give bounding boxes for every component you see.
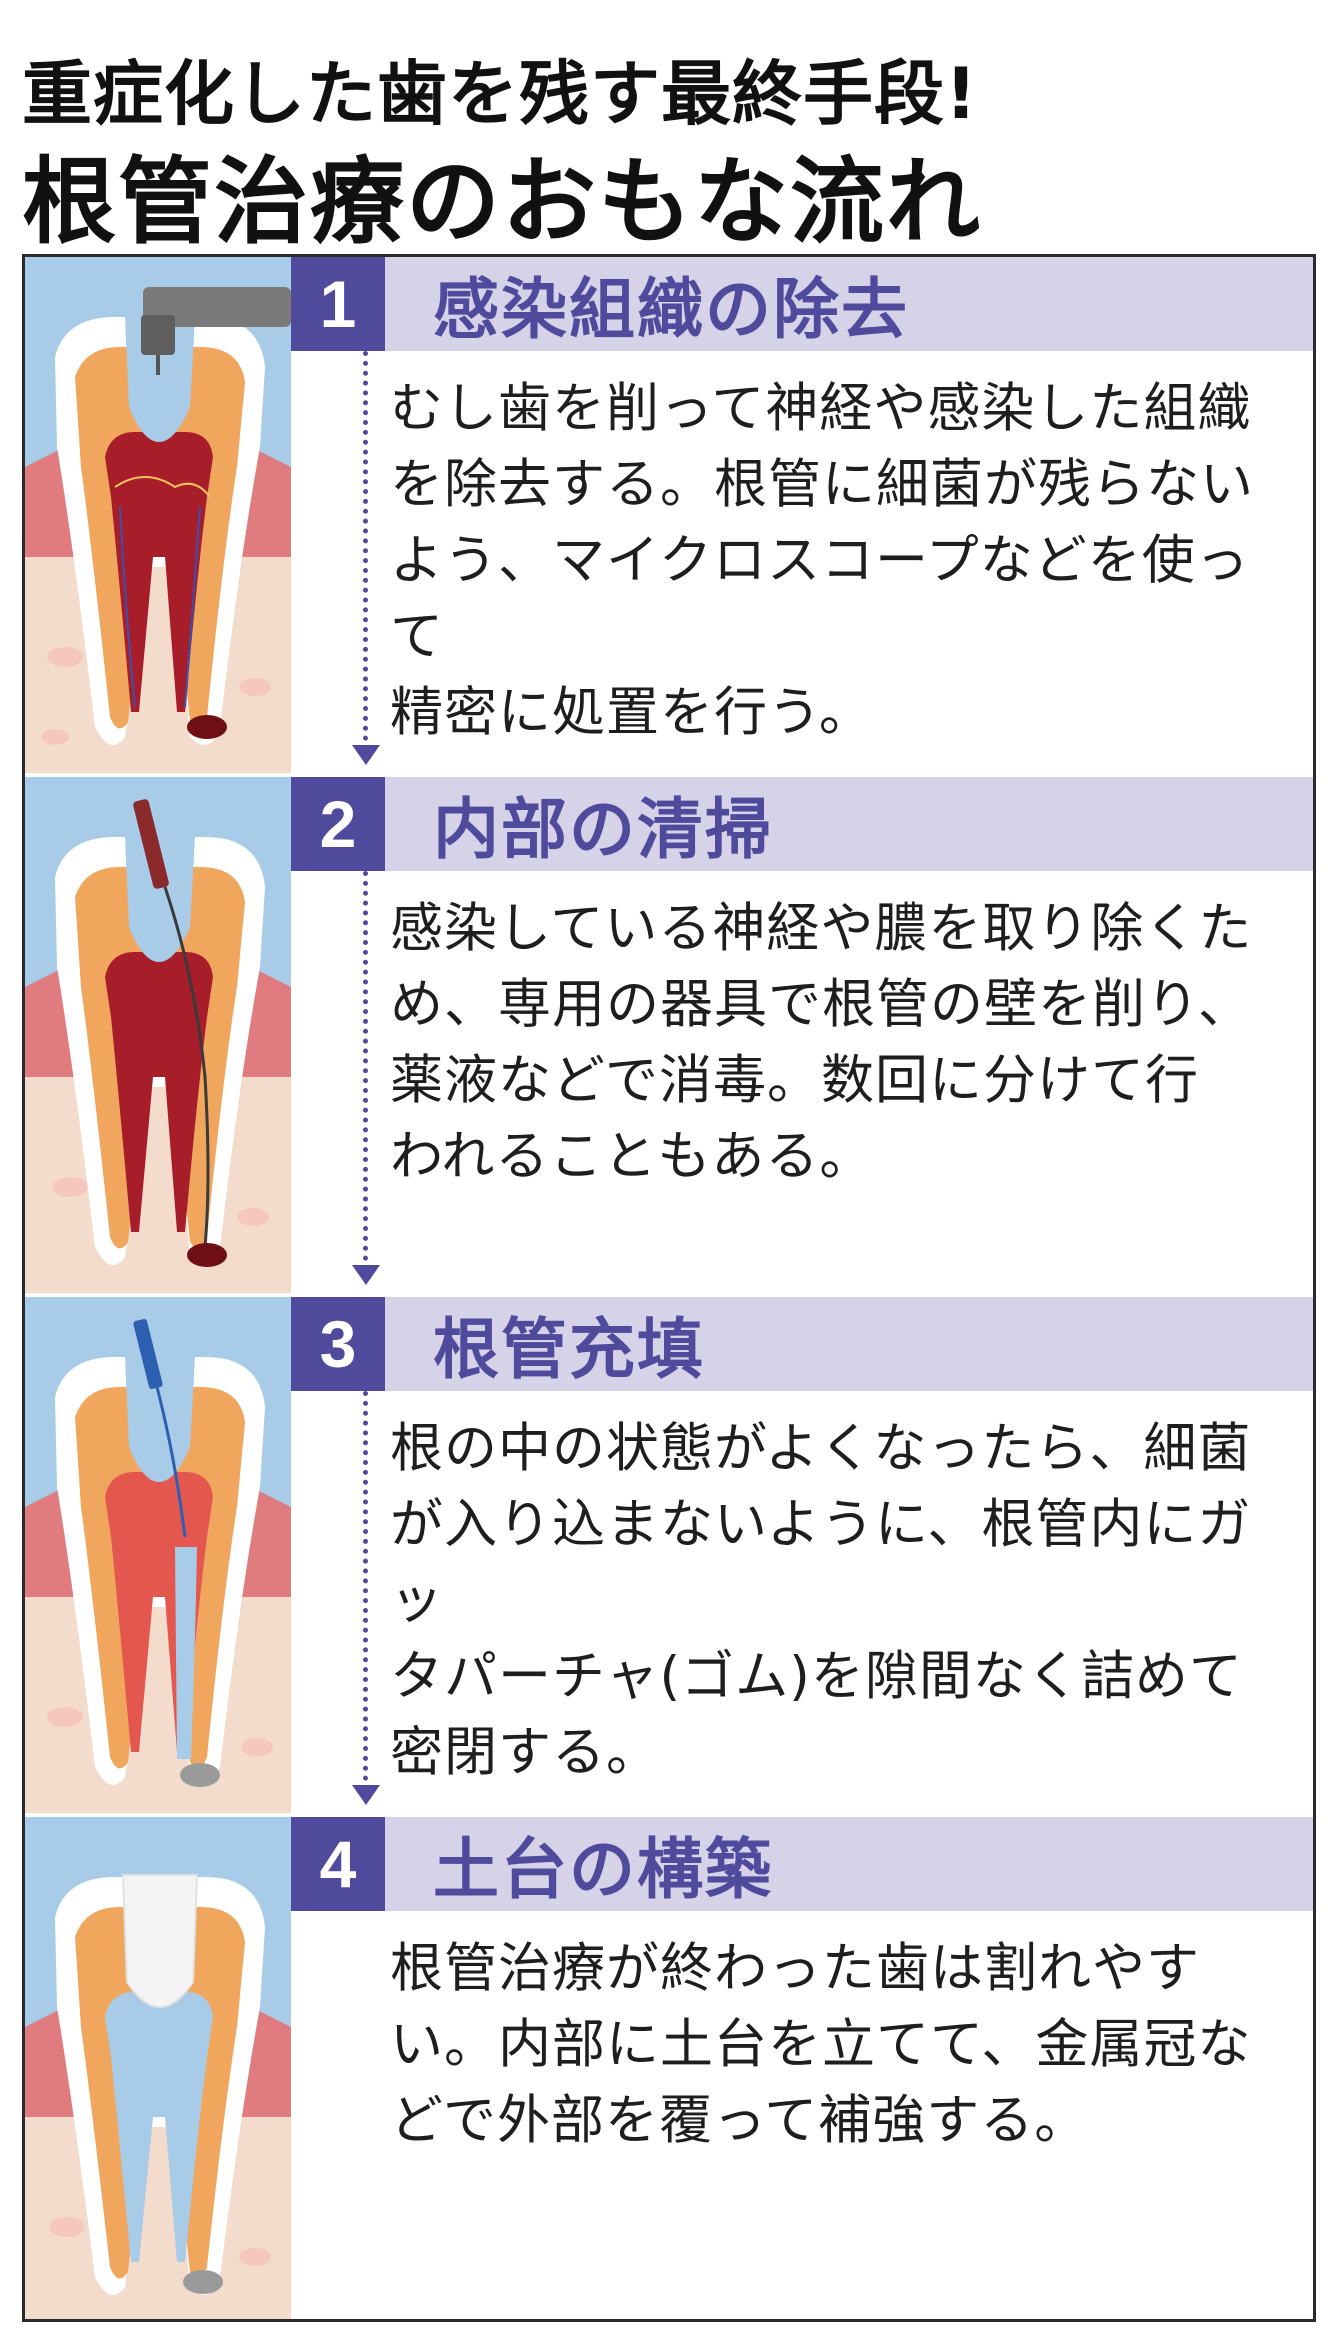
description-line: われることもある。: [390, 1126, 874, 1187]
step-description: 根管治療が終わった歯は割れやす い。内部に土台を立てて、金属冠な どで外部を覆っ…: [390, 1931, 1295, 2159]
diagram-frame: [22, 254, 1316, 2322]
step-number: 1: [291, 257, 385, 351]
description-line: どで外部を覆って補強する。: [390, 2090, 1089, 2151]
step-separator: [25, 1813, 1313, 1817]
step-heading-bar: 土台の構築: [385, 1817, 1313, 1911]
step-separator: [25, 1293, 1313, 1297]
flow-arrow-icon: [352, 1785, 380, 1805]
tooth-core-icon: [25, 1817, 291, 2319]
description-line: 根の中の状態がよくなったら、細菌: [390, 1418, 1252, 1479]
flow-connector: [363, 1391, 368, 1781]
flow-arrow-icon: [352, 1265, 380, 1285]
tooth-drill-icon: [25, 257, 291, 773]
description-line: が入り込まないように、根管内にガッ: [390, 1494, 1252, 1631]
step-2: 2 内部の清掃 感染している神経や膿を取り除くた め、専用の器具で根管の壁を削り…: [25, 777, 1313, 1293]
step-heading-bar: 内部の清掃: [385, 777, 1313, 871]
step-heading: 感染組織の除去: [433, 271, 909, 348]
step-heading: 土台の構築: [433, 1831, 773, 1908]
flow-connector: [363, 351, 368, 741]
tooth-file-icon: [25, 777, 291, 1293]
description-line: 感染している神経や膿を取り除くた: [390, 898, 1253, 959]
description-line: 薬液などで消毒。数回に分けて行: [390, 1050, 1199, 1111]
step-heading: 根管充填: [433, 1311, 705, 1388]
title-line-1: 重症化した歯を残す最終手段!: [22, 53, 978, 135]
step-heading-bar: 感染組織の除去: [385, 257, 1313, 351]
step-description: 感染している神経や膿を取り除くた め、専用の器具で根管の壁を削り、 薬液などで消…: [390, 891, 1295, 1195]
step-1: 1 感染組織の除去 むし歯を削って神経や感染した組織 を除去する。根管に細菌が残…: [25, 257, 1313, 773]
description-line: を除去する。根管に細菌が残らない: [390, 454, 1254, 515]
step-description: 根の中の状態がよくなったら、細菌 が入り込まないように、根管内にガッ タパーチャ…: [390, 1411, 1295, 1791]
title-line-2: 根管治療のおもな流れ: [22, 148, 983, 257]
step-number: 4: [291, 1817, 385, 1911]
description-line: タパーチャ(ゴム)を隙間なく詰めて: [390, 1646, 1243, 1707]
description-line: むし歯を削って神経や感染した組織: [390, 378, 1252, 439]
step-number: 3: [291, 1297, 385, 1391]
description-line: 根管治療が終わった歯は割れやす: [390, 1938, 1200, 1999]
flow-connector: [363, 871, 368, 1261]
step-description: むし歯を削って神経や感染した組織 を除去する。根管に細菌が残らない よう、マイク…: [390, 371, 1295, 751]
step-3: 3 根管充填 根の中の状態がよくなったら、細菌 が入り込まないように、根管内にガ…: [25, 1297, 1313, 1813]
description-line: よう、マイクロスコープなどを使って: [390, 530, 1250, 667]
description-line: 精密に処置を行う。: [390, 682, 873, 743]
step-heading-bar: 根管充填: [385, 1297, 1313, 1391]
tooth-filling-icon: [25, 1297, 291, 1813]
step-number: 2: [291, 777, 385, 871]
description-line: 密閉する。: [390, 1722, 660, 1783]
description-line: い。内部に土台を立てて、金属冠な: [390, 2014, 1252, 2075]
step-heading: 内部の清掃: [433, 791, 773, 868]
step-separator: [25, 773, 1313, 777]
flow-arrow-icon: [352, 745, 380, 765]
description-line: め、専用の器具で根管の壁を削り、: [390, 974, 1252, 1035]
step-4: 4 土台の構築 根管治療が終わった歯は割れやす い。内部に土台を立てて、金属冠な…: [25, 1817, 1313, 2319]
